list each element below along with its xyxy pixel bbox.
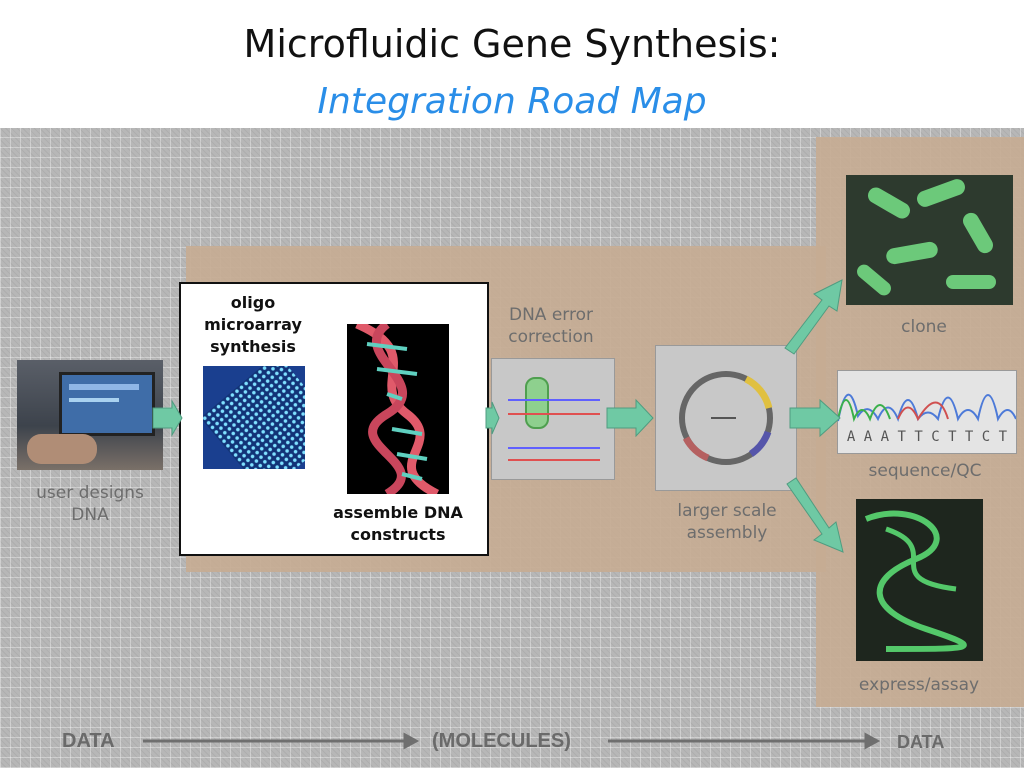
arrow-error-to-plasmid: [606, 398, 654, 438]
arrow-plasmid-to-sequence: [789, 398, 841, 438]
sequence-trace-panel: A A A T T C T T C T: [837, 370, 1017, 454]
label-sequence-qc: sequence/QC: [868, 461, 982, 481]
arrow-box-to-error: [485, 401, 500, 435]
plasmid-panel: [655, 345, 797, 491]
arrow-laptop-to-box: [152, 399, 183, 437]
protein-ribbon-icon: [864, 510, 967, 652]
sequence-letters: A A A T T C T T C T: [846, 429, 1008, 445]
label-error-correction: DNA error correction: [508, 305, 594, 347]
axis-label-molecules: (MOLECULES): [432, 730, 571, 752]
chromatogram-icon: [838, 393, 1016, 423]
slide-title: Microfluidic Gene Synthesis:: [243, 22, 781, 66]
clone-bacteria-photo: [846, 175, 1013, 305]
dna-helix-icon: [355, 324, 440, 494]
slide-subtitle: Integration Road Map: [317, 81, 707, 122]
error-correction-panel: [491, 358, 615, 480]
laptop-photo: [17, 360, 163, 470]
axis-label-data-left: DATA: [62, 730, 115, 752]
label-assemble-constructs: assemble DNA constructs: [333, 503, 463, 544]
label-user-designs: user designs DNA: [36, 483, 144, 525]
dna-helix-photo: [347, 324, 449, 494]
axis-label-data-right: DATA: [897, 732, 945, 752]
label-oligo-synthesis: oligo microarray synthesis: [204, 293, 302, 356]
microarray-photo: [203, 366, 305, 469]
arrow-plasmid-to-clone: [784, 279, 843, 355]
arrow-plasmid-to-express: [786, 477, 844, 553]
plasmid-icon: [679, 371, 773, 465]
label-clone: clone: [901, 317, 947, 337]
protein-structure-photo: [856, 499, 983, 661]
label-larger-assembly: larger scale assembly: [677, 501, 777, 543]
label-express-assay: express/assay: [858, 675, 980, 695]
